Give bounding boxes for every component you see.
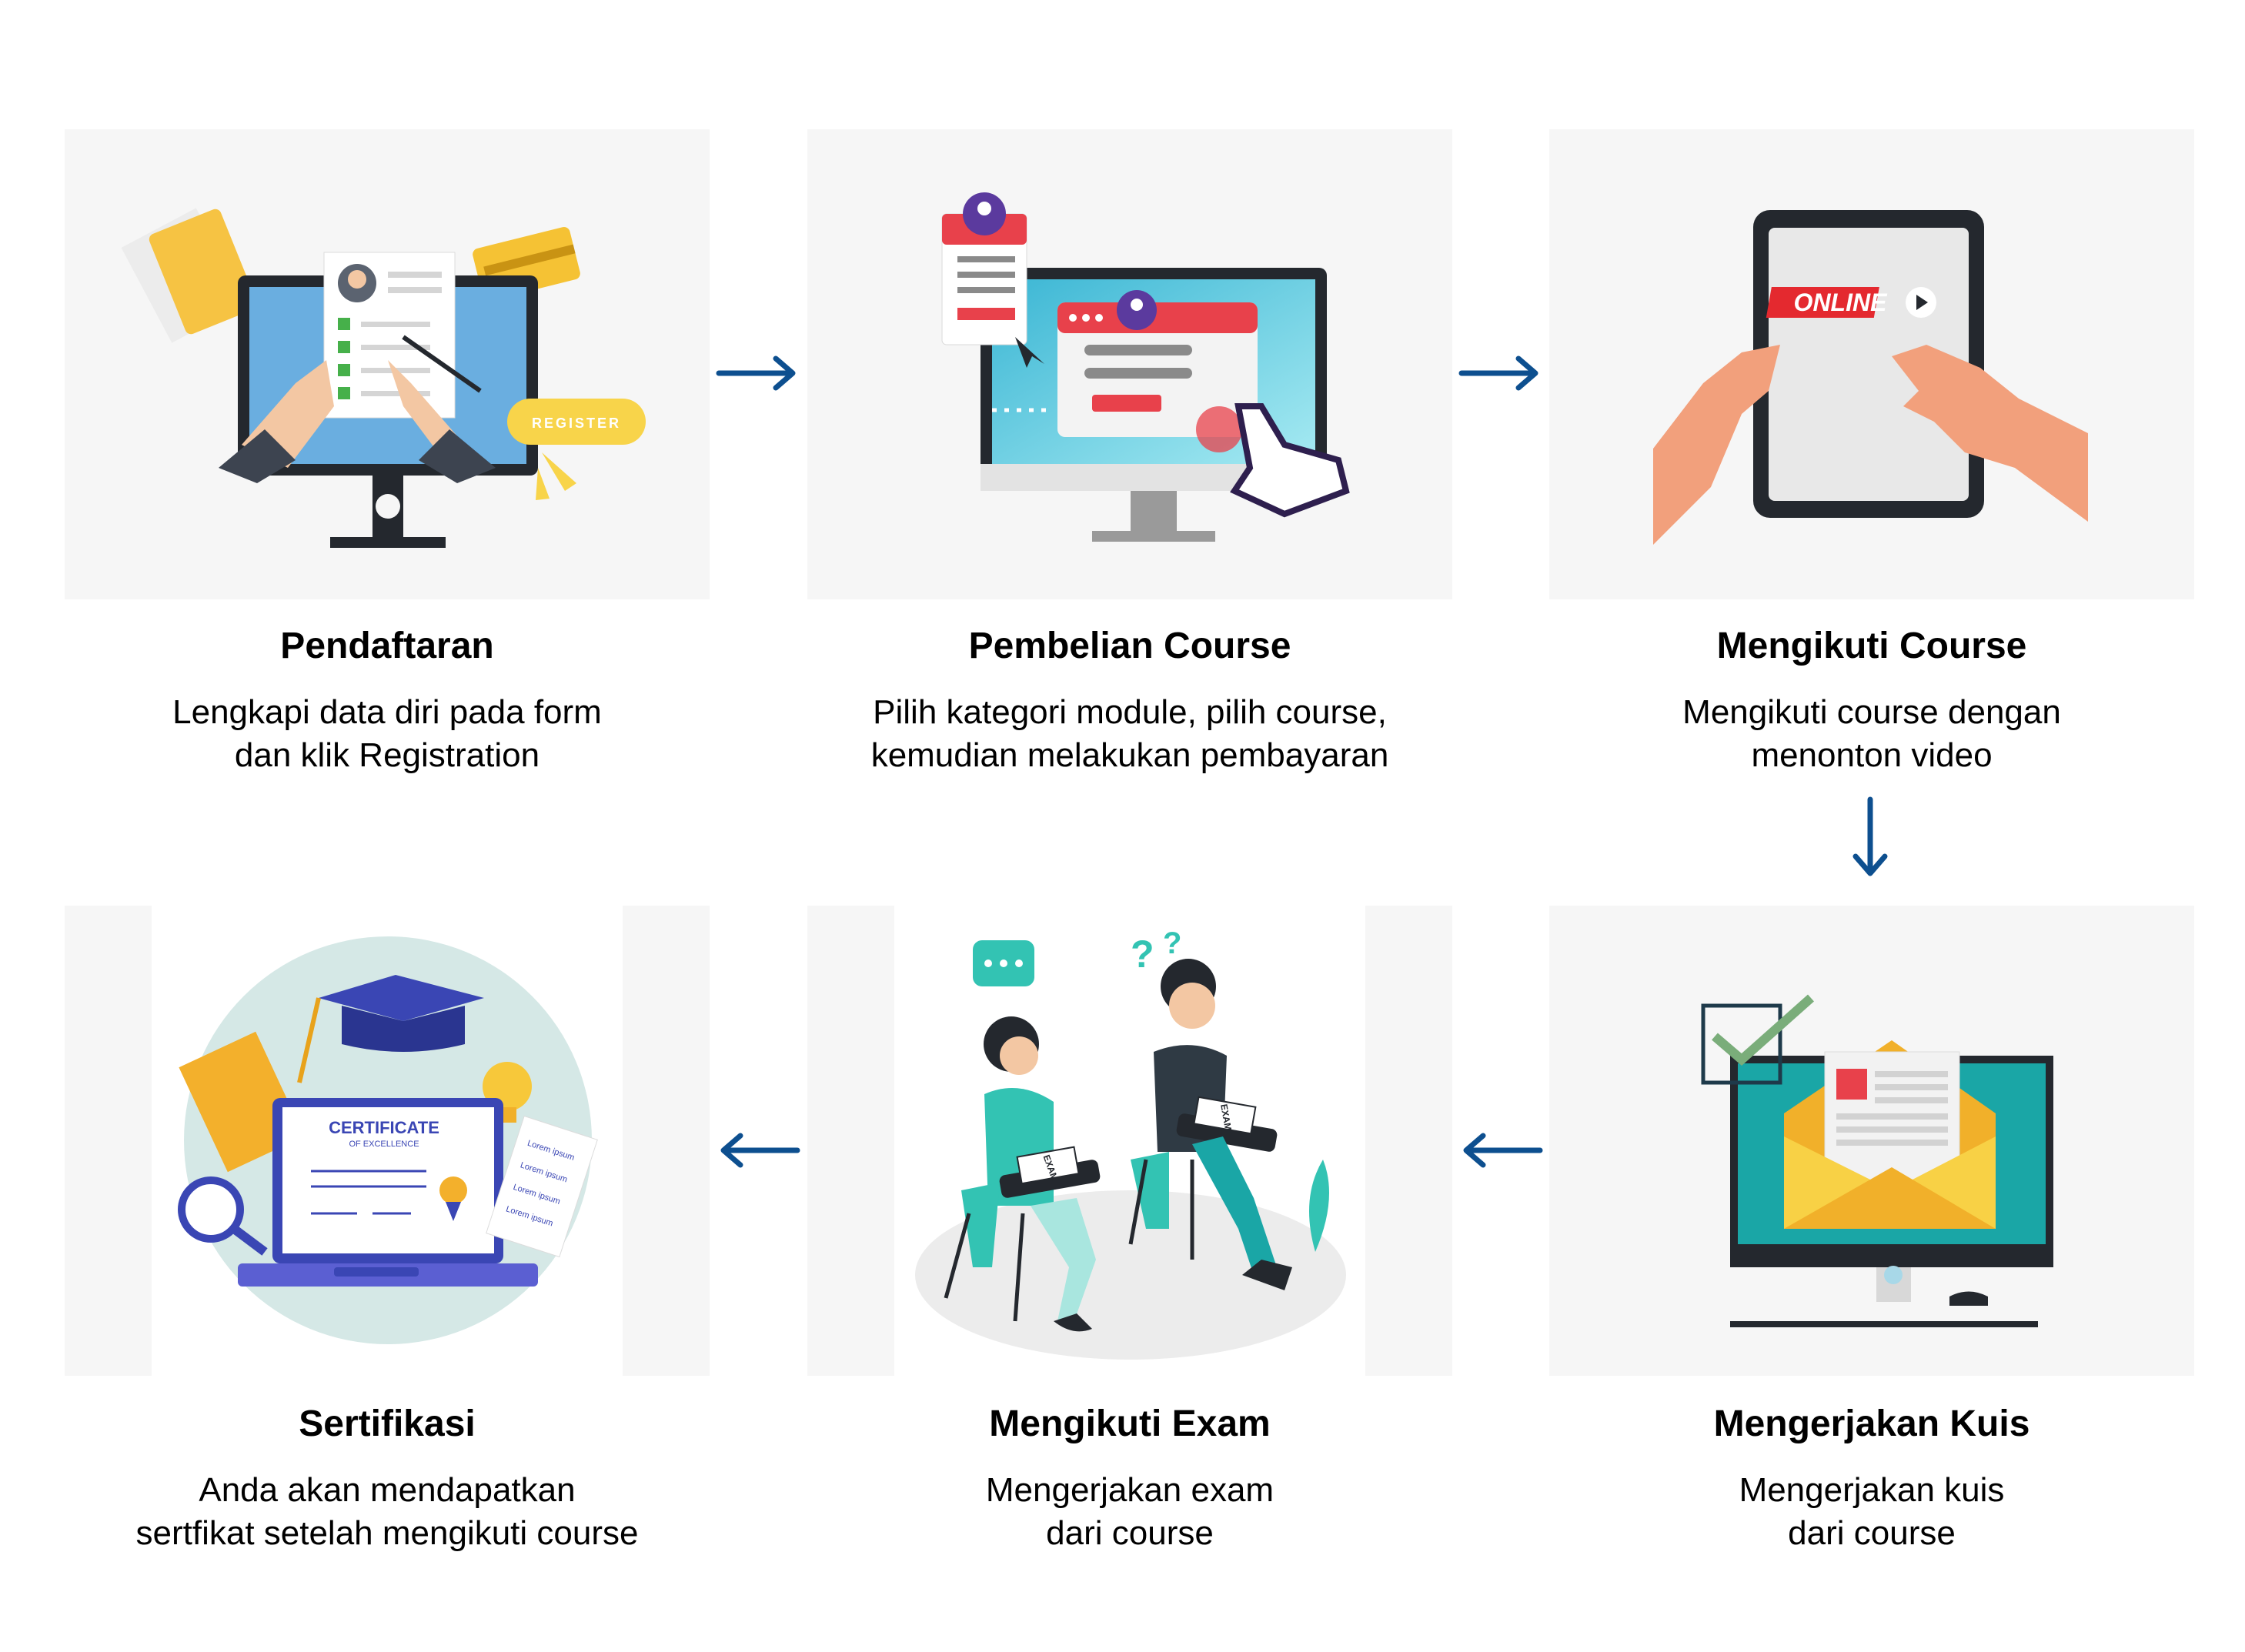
magnifier-icon [178,1176,244,1243]
arrow-down-icon [1852,796,1888,876]
notes-paper [486,1115,598,1258]
step-desc-online-course: Mengikuti course dengan menonton video [1549,691,2194,777]
cursor-icon [1015,337,1044,368]
desc-line: menonton video [1751,736,1993,774]
register-badge-label: REGISTER [532,416,621,431]
hand-left [1653,345,1780,545]
step-illustration-online-course: ONLINE [1549,129,2194,599]
step-title-online-course: Mengikuti Course [1716,626,2027,666]
step-illustration-registration: REGISTER [65,129,710,599]
arrow-right-icon [1458,355,1538,391]
graduation-cap-icon [319,975,484,1021]
arrow-right-icon [716,355,796,391]
desc-line: Mengerjakan exam [985,1471,1275,1509]
checkbox-icon [1701,1003,1782,1085]
question-mark-icon: ? [1163,926,1181,960]
step-title-certificate: Sertifikasi [299,1403,476,1444]
online-badge [1766,287,1879,318]
step-desc-quiz: Mengerjakan kuis dari course [1549,1469,2194,1555]
desc-line: sertfikat setelah mengikuti course [135,1514,639,1552]
step-desc-exam: Mengerjakan exam dari course [807,1469,1452,1555]
certificate-subtitle: OF EXCELLENCE [349,1140,419,1149]
seal-icon [439,1176,467,1204]
step-title-exam: Mengikuti Exam [989,1403,1271,1444]
hand-pointer-icon [1230,403,1350,518]
step-title-quiz: Mengerjakan Kuis [1713,1403,2030,1444]
hand-right [1892,345,2088,522]
desc-line: Lengkapi data diri pada form [172,693,602,731]
desc-line: Mengikuti course dengan [1682,693,2061,731]
step-illustration-purchase [807,129,1452,599]
certificate-title: CERTIFICATE [329,1118,439,1137]
register-badge [507,399,646,445]
step-illustration-quiz [1549,906,2194,1376]
folder-icon [149,209,258,335]
desc-line: Mengerjakan kuis [1739,1471,2005,1509]
desc-line: dari course [1788,1514,1956,1552]
step-desc-registration: Lengkapi data diri pada form dan klik Re… [65,691,710,777]
question-mark-icon: ? [1131,933,1154,976]
desc-line: dan klik Registration [234,736,540,774]
arrow-left-icon [720,1133,800,1168]
arrow-left-icon [1463,1133,1543,1168]
check-icon [1712,994,1814,1066]
step-desc-certificate: Anda akan mendapatkan sertfikat setelah … [65,1469,710,1555]
desc-line: Anda akan mendapatkan [199,1471,576,1509]
online-badge-label: ONLINE [1794,289,1889,316]
desc-line: kemudian melakukan pembayaran [870,736,1389,774]
step-illustration-exam: ? ? EXAM EXAM [807,906,1452,1376]
step-desc-purchase: Pilih kategori module, pilih course, kem… [807,691,1452,777]
step-illustration-certificate: CERTIFICATE OF EXCELLENCE Lorem ipsum Lo… [65,906,710,1376]
desc-line: dari course [1046,1514,1214,1552]
step-title-registration: Pendaftaran [280,626,494,666]
step-title-purchase: Pembelian Course [968,626,1291,666]
desc-line: Pilih kategori module, pilih course, [873,693,1387,731]
play-icon [1916,295,1928,310]
exam-paper-label: EXAM [1218,1103,1234,1132]
mouse-icon [1949,1291,1988,1306]
